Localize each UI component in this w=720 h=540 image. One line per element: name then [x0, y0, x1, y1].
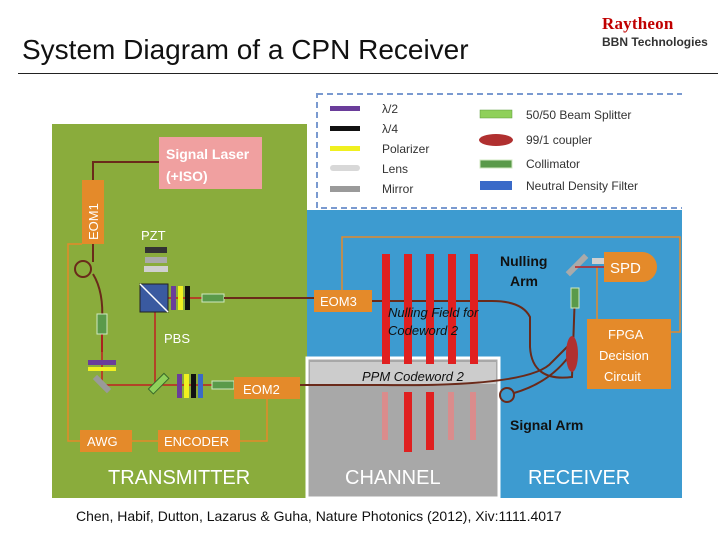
legend-label-mirror: Mirror [382, 182, 413, 196]
awg-box [80, 430, 132, 452]
legend-label-nd-filter: Neutral Density Filter [526, 179, 638, 193]
encoder-label: ENCODER [164, 434, 229, 449]
receiver-fibers [224, 291, 576, 403]
control-lines [67, 243, 268, 442]
signal-laser-sublabel: (+ISO) [166, 168, 208, 184]
cpn-system-diagram: λ/2 λ/4 Polarizer Lens Mirror 50/50 Beam… [52, 93, 682, 498]
beam-splitter-tx [147, 372, 170, 395]
nd-filter-tx [198, 374, 203, 398]
eom3-box [314, 290, 372, 312]
logo-bbn: BBN Technologies [602, 35, 708, 49]
nulling-field-label-2: Codeword 2 [388, 323, 459, 338]
collimator-tx-2 [201, 293, 225, 303]
signal-arm-label: Signal Arm [510, 417, 583, 433]
signal-laser-box [159, 137, 262, 189]
eom1-box [82, 180, 104, 244]
pzt-element-bottom [145, 257, 167, 263]
fpga-box [587, 319, 671, 389]
quarter-wave-plate-tx-2 [191, 374, 196, 398]
polarizer-tx-1 [88, 367, 116, 371]
coupler-rx [566, 336, 578, 372]
legend-swatch-polarizer [330, 146, 360, 151]
polarizer-pbs [178, 286, 183, 310]
eom2-box [234, 377, 300, 399]
collimator-tx-1 [96, 313, 108, 335]
pzt-label: PZT [141, 228, 166, 243]
legend-swatch-beam-splitter [479, 109, 513, 119]
mirror-rx [565, 253, 589, 277]
half-wave-plate-pbs [171, 286, 176, 310]
title-divider [18, 73, 718, 74]
logo-raytheon: Raytheon [602, 14, 674, 33]
collimator-rx [570, 287, 580, 309]
legend-swatch-coupler [479, 134, 513, 146]
mirror-pzt [144, 266, 168, 272]
pzt-element-top [145, 247, 167, 253]
eom3-label: EOM3 [320, 294, 357, 309]
legend-label-polarizer: Polarizer [382, 142, 429, 156]
quarter-wave-plate-pbs [185, 286, 190, 310]
mirror-tx-1 [92, 374, 112, 394]
beam-splitter-rx [592, 258, 614, 264]
legend-swatch-nd-filter [480, 181, 512, 190]
fpga-label-2: Decision [599, 348, 649, 363]
spd-label: SPD [610, 260, 641, 277]
fpga-label-3: Circuit [604, 369, 641, 384]
citation-caption: Chen, Habif, Dutton, Lazarus & Guha, Nat… [76, 508, 562, 524]
company-logo: Raytheon BBN Technologies [596, 14, 716, 54]
legend-swatch-lens [330, 165, 360, 171]
fpga-label-1: FPGA [608, 327, 644, 342]
legend-swatch-quarter-wave [330, 126, 360, 131]
polarizer-tx-2 [184, 374, 189, 398]
ppm-pulses [382, 392, 476, 452]
legend-label-coupler: 99/1 coupler [526, 133, 592, 147]
channel-label: CHANNEL [345, 467, 441, 489]
legend-swatch-mirror [330, 186, 360, 192]
receiver-control-lines [341, 236, 681, 333]
legend-label-quarter-wave: λ/4 [382, 122, 398, 136]
signal-laser-label: Signal Laser [166, 146, 250, 162]
awg-label: AWG [87, 434, 118, 449]
half-wave-plate-tx [88, 360, 116, 365]
receiver-label: RECEIVER [528, 467, 630, 489]
legend: λ/2 λ/4 Polarizer Lens Mirror 50/50 Beam… [330, 102, 638, 196]
legend-label-lens: Lens [382, 162, 408, 176]
eom1-label: EOM1 [86, 203, 101, 240]
slide-title: System Diagram of a CPN Receiver [22, 34, 469, 65]
transmitter-label: TRANSMITTER [108, 467, 250, 489]
nulling-pulses [382, 254, 478, 364]
legend-swatch-half-wave [330, 106, 360, 111]
pbs-label: PBS [164, 331, 190, 346]
nulling-arm-label-1: Nulling [500, 253, 547, 269]
legend-label-half-wave: λ/2 [382, 102, 398, 116]
pbs-diagonal [139, 283, 169, 313]
encoder-box [158, 430, 240, 452]
legend-label-beam-splitter: 50/50 Beam Splitter [526, 108, 631, 122]
half-wave-plate-tx-2 [177, 374, 182, 398]
spd-detector [604, 252, 657, 282]
legend-swatch-collimator [479, 159, 513, 169]
nulling-arm-label-2: Arm [510, 273, 538, 289]
collimator-tx-3 [211, 380, 235, 390]
channel-highlight [310, 362, 496, 384]
legend-label-collimator: Collimator [526, 157, 580, 171]
eom2-label: EOM2 [243, 382, 280, 397]
ppm-codeword-label: PPM Codeword 2 [362, 369, 465, 384]
nulling-field-label-1: Nulling Field for [388, 305, 479, 320]
